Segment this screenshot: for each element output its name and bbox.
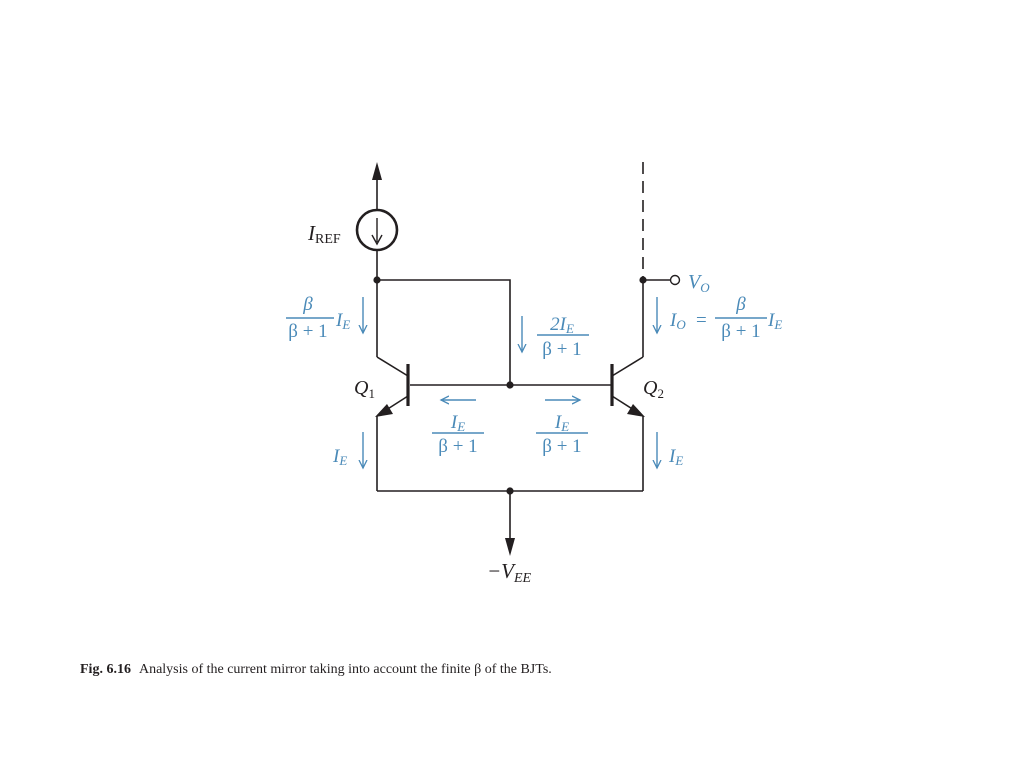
svg-text:IE: IE [332, 446, 347, 468]
svg-text:β + 1: β + 1 [288, 321, 327, 342]
vee-arrow-down-icon [505, 538, 515, 556]
svg-text:IE: IE [767, 310, 782, 332]
q2-emitter-current: IE [657, 432, 683, 468]
q1-emitter-current: IE [332, 432, 363, 468]
svg-text:=: = [696, 310, 707, 331]
junction-dots [373, 276, 647, 495]
output-current: IO = β β + 1 IE [657, 294, 782, 342]
iref-current-source [355, 208, 399, 252]
svg-text:2IE: 2IE [550, 314, 574, 336]
svg-text:IE: IE [450, 412, 465, 434]
iref-label: IREF [307, 221, 341, 247]
q2-label: Q2 [643, 377, 664, 401]
vo-label: VO [688, 271, 710, 295]
node-dot [639, 276, 647, 284]
q1-collector-current: β β + 1 IE [286, 294, 363, 342]
vee-label: −VEE [487, 559, 532, 586]
svg-text:β: β [735, 294, 746, 315]
figure-number: Fig. 6.16 [80, 662, 131, 677]
q1-base-current: IE β + 1 [432, 400, 484, 457]
svg-text:β: β [302, 294, 313, 315]
caption-text: Analysis of the current mirror taking in… [138, 662, 552, 677]
wires [372, 162, 681, 556]
diode-branch-current: 2IE β + 1 [522, 314, 589, 360]
svg-text:IO: IO [669, 310, 686, 332]
svg-text:β + 1: β + 1 [438, 436, 477, 457]
q1-label: Q1 [354, 377, 375, 401]
node-dot [506, 487, 514, 495]
node-dot [373, 276, 381, 284]
output-terminal-icon [669, 274, 681, 286]
transistor-q1-icon [375, 356, 410, 417]
supply-arrow-up-icon [372, 162, 382, 180]
figure-caption: Fig. 6.16 Analysis of the current mirror … [80, 662, 980, 678]
svg-text:IE: IE [335, 310, 350, 332]
svg-text:β + 1: β + 1 [542, 339, 581, 360]
svg-text:β + 1: β + 1 [542, 436, 581, 457]
svg-text:β + 1: β + 1 [721, 321, 760, 342]
transistor-q2-icon [610, 356, 645, 417]
node-dot [506, 381, 514, 389]
q2-base-current: IE β + 1 [536, 400, 588, 457]
diode-connection-wire [377, 279, 511, 385]
svg-text:IE: IE [554, 412, 569, 434]
svg-text:IE: IE [668, 446, 683, 468]
